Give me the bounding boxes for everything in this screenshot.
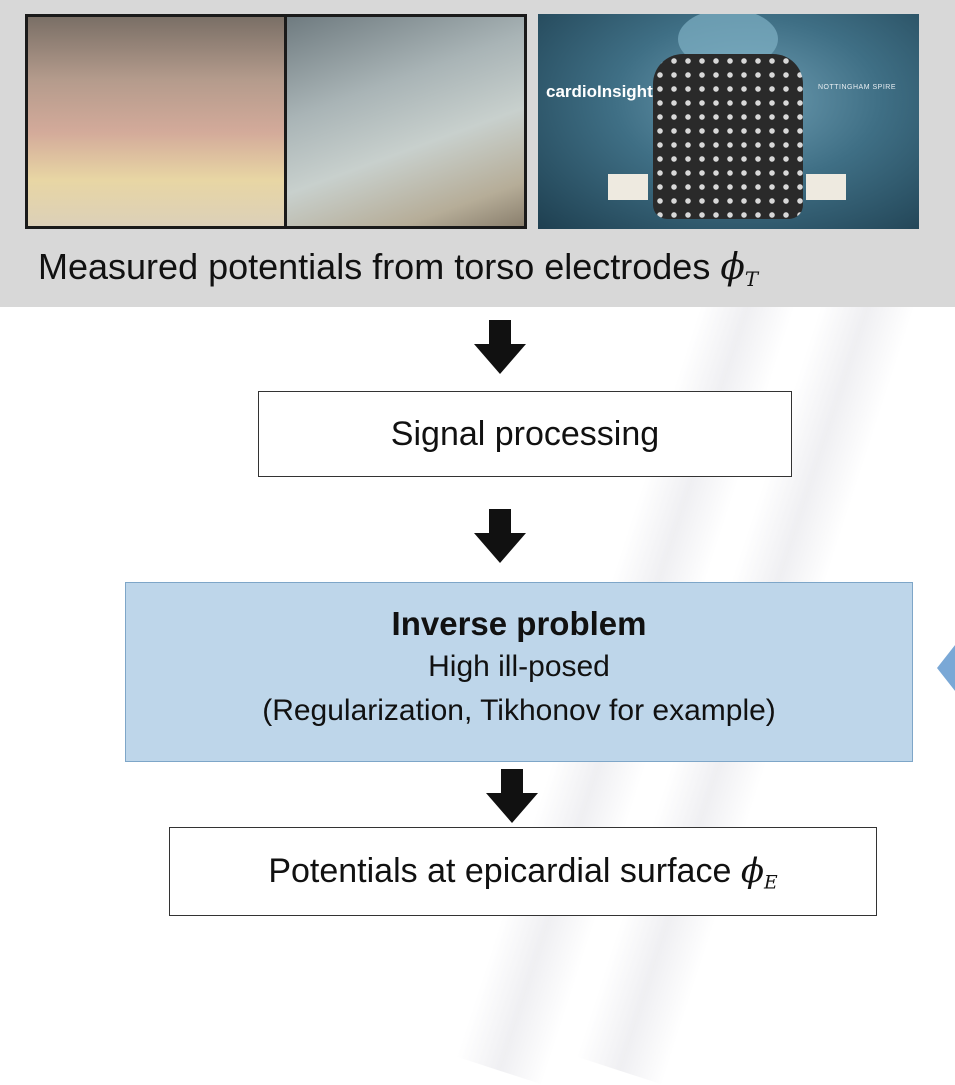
side-arrow-icon <box>937 640 955 696</box>
electrode-vest <box>653 54 803 219</box>
regularization-text: (Regularization, Tikhonov for example) <box>262 694 776 727</box>
phi-symbol: ϕ <box>720 247 745 288</box>
down-arrow-2 <box>474 509 526 563</box>
output-text: Potentials at epicardial surface <box>268 852 741 890</box>
inverse-problem-box: Inverse problem High ill-posed (Regulari… <box>125 582 913 762</box>
ill-posed-text: High ill-posed <box>428 650 610 683</box>
measurement-panel: cardioInsight NOTTINGHAM SPIRE Measured … <box>0 0 955 307</box>
measurement-caption: Measured potentials from torso electrode… <box>38 246 758 291</box>
epicardial-potentials-box: Potentials at epicardial surface ϕE <box>169 827 877 916</box>
signal-processing-box: Signal processing <box>258 391 792 477</box>
cardioinsight-logo: cardioInsight <box>546 82 653 101</box>
phi-subscript: E <box>764 872 778 894</box>
down-arrow-3 <box>486 769 538 823</box>
inverse-problem-title: Inverse problem <box>391 605 647 642</box>
caption-text: Measured potentials from torso electrode… <box>38 246 721 287</box>
electrode-vest-image: cardioInsight NOTTINGHAM SPIRE <box>538 14 919 229</box>
vest-tab-right <box>806 174 846 200</box>
electrode-mesh-photo <box>284 14 527 229</box>
nottingham-spire-logo: NOTTINGHAM SPIRE <box>818 84 897 91</box>
vest-tab-left <box>608 174 648 200</box>
phi-symbol: ϕ <box>740 851 764 891</box>
down-arrow-1 <box>474 320 526 374</box>
torso-tank-photo <box>25 14 287 229</box>
phi-subscript: T <box>744 267 759 291</box>
